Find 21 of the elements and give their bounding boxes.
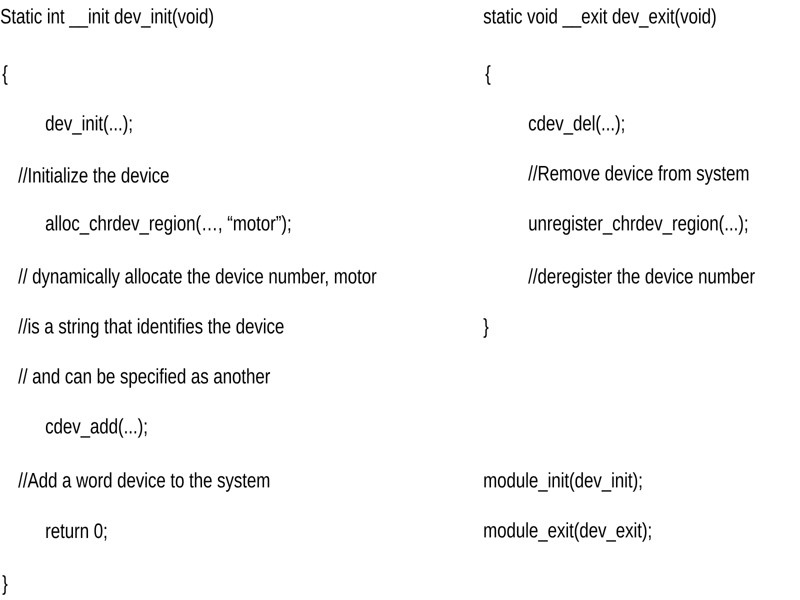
code-line: // dynamically allocate the device number, motor xyxy=(18,268,376,288)
code-line: alloc_chrdev_region(…, “motor”); xyxy=(46,215,290,235)
code-line: } xyxy=(2,575,8,595)
code-line: } xyxy=(484,318,488,338)
code-line: { xyxy=(2,65,8,85)
code-line: module_exit(dev_exit); xyxy=(484,522,651,542)
code-line: static void __exit dev_exit(void) xyxy=(484,8,716,28)
code-line: cdev_del(...); xyxy=(528,115,624,135)
code-line: { xyxy=(486,65,491,85)
code-line: //Initialize the device xyxy=(18,167,169,183)
code-line: cdev_add(...); xyxy=(46,418,146,438)
code-line: //Add a word device to the system xyxy=(18,472,270,492)
code-line: //is a string that identifies the device xyxy=(18,318,284,338)
code-line: //Remove device from system xyxy=(528,165,748,185)
code-line: // and can be specified as another xyxy=(18,368,270,388)
code-line: return 0; xyxy=(46,523,106,541)
code-line: unregister_chrdev_region(...); xyxy=(529,215,748,235)
code-line: Static int __init dev_init(void) xyxy=(0,8,213,28)
code-line: //deregister the device number xyxy=(528,268,755,288)
code-line: dev_init(...); xyxy=(46,115,132,135)
code-line: module_init(dev_init); xyxy=(484,472,642,492)
